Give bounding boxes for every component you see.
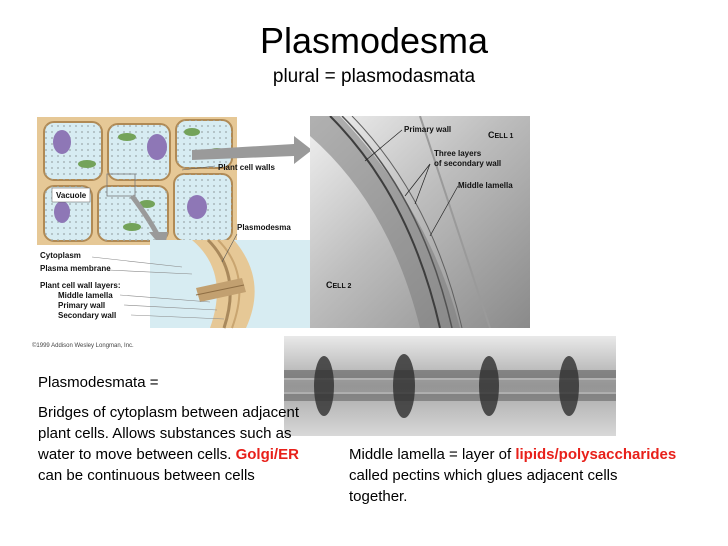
plant-cell-diagram: Vacuole Plant cell walls Plasmodesma Cyt… — [37, 117, 312, 329]
cell2-label-rest: ELL 2 — [333, 283, 352, 290]
definition-body: Bridges of cytoplasm between adjacent pl… — [38, 402, 313, 486]
copyright-note: ©1999 Addison Wesley Longman, Inc. — [32, 343, 134, 349]
svg-text:CELL 1: CELL 1 — [488, 130, 514, 140]
wall-layers-label: Plant cell wall layers: — [40, 281, 120, 290]
cell-wall-micrograph: Primary wall CELL 1 Three layers of seco… — [310, 116, 530, 328]
golgi-er-highlight: Golgi/ER — [235, 446, 299, 463]
cell1-label-c: C — [488, 130, 495, 140]
definition-text-end: can be continuous between cells — [38, 467, 255, 484]
plasma-membrane-label: Plasma membrane — [40, 264, 111, 273]
micrograph-primary-wall-label: Primary wall — [404, 125, 451, 134]
plasmodesmata-micrograph — [284, 336, 616, 436]
svg-text:CELL 2: CELL 2 — [326, 280, 352, 290]
lamella-text: Middle lamella = layer of — [349, 446, 516, 463]
lamella-text-end: called pectins which glues adjacent cell… — [349, 467, 618, 505]
three-layers-label-1: Three layers — [434, 149, 482, 158]
three-layers-label-2: of secondary wall — [434, 159, 501, 168]
page-title: Plasmodesma — [259, 20, 489, 61]
page-subtitle: plural = plasmodasmata — [272, 66, 476, 87]
primary-wall-label: Primary wall — [58, 301, 105, 310]
definition-text: Bridges of cytoplasm between adjacent pl… — [38, 404, 299, 463]
secondary-wall-label: Secondary wall — [58, 311, 116, 320]
micrograph-middle-lamella-label: Middle lamella — [458, 181, 513, 190]
definition-heading: Plasmodesmata = — [38, 374, 159, 391]
cytoplasm-label: Cytoplasm — [40, 251, 81, 260]
plasmodesma-label: Plasmodesma — [237, 223, 291, 232]
vacuole-label: Vacuole — [56, 191, 87, 200]
middle-lamella-definition: Middle lamella = layer of lipids/polysac… — [349, 444, 679, 507]
wall-zoom-detail — [150, 238, 310, 329]
plasmodesmata-definition: Plasmodesmata = Bridges of cytoplasm bet… — [38, 372, 313, 486]
cell-tissue — [37, 117, 237, 245]
lipids-highlight: lipids/polysaccharides — [515, 446, 677, 463]
plant-cell-walls-label: Plant cell walls — [218, 163, 275, 172]
cell2-label-c: C — [326, 280, 333, 290]
cell1-label-rest: ELL 1 — [495, 133, 514, 140]
arrow-icon — [192, 136, 312, 164]
middle-lamella-label: Middle lamella — [58, 291, 113, 300]
